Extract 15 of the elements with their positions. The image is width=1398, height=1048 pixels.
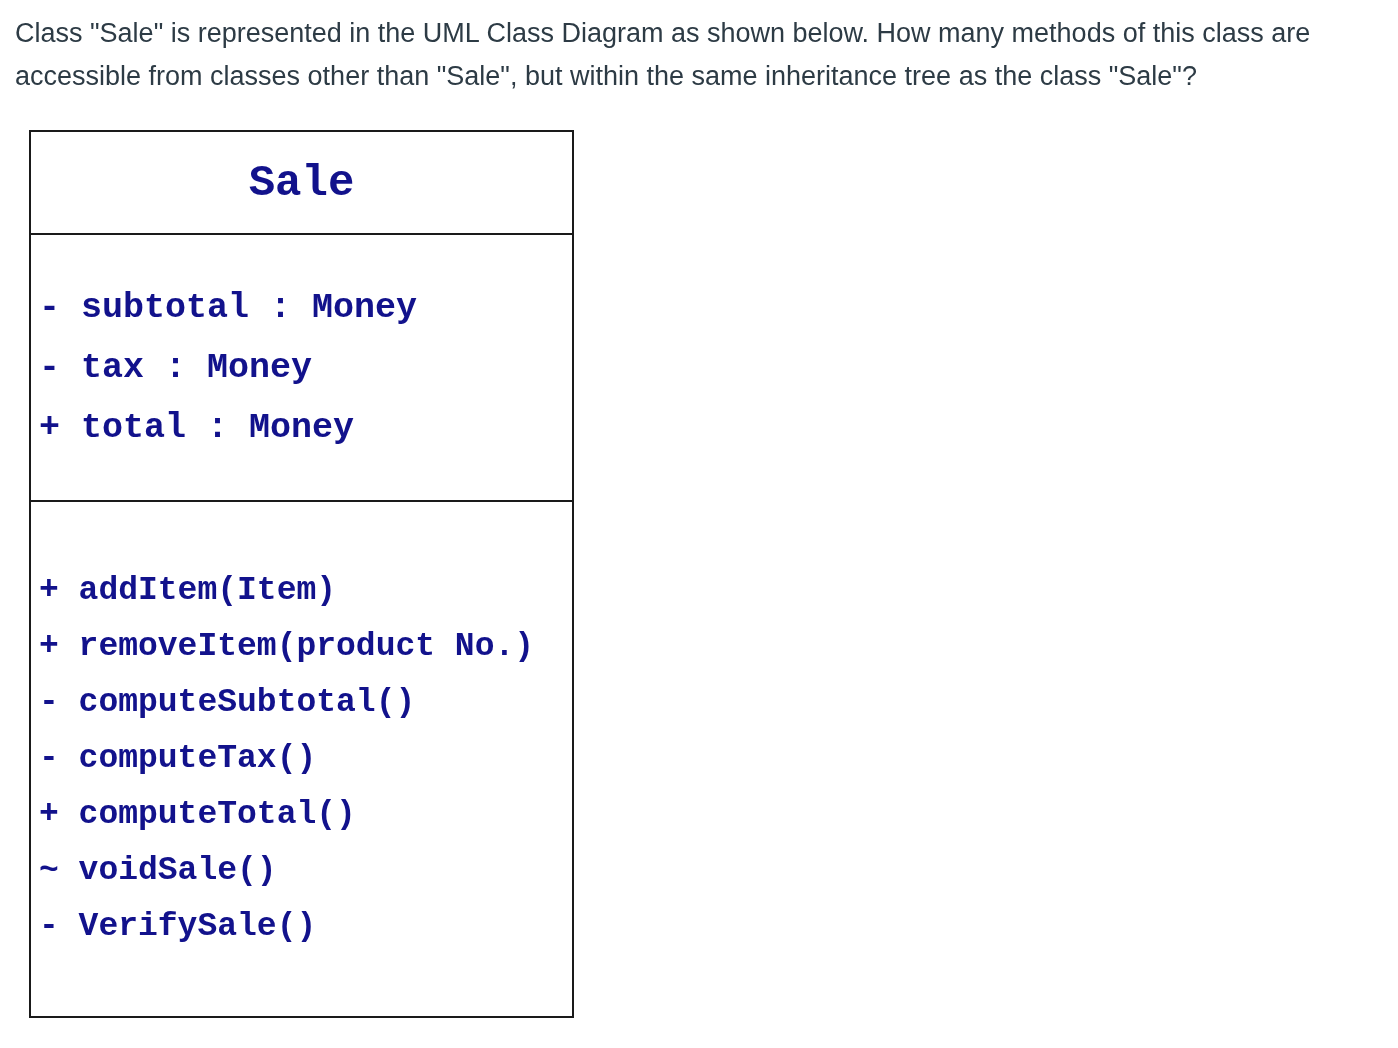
methods-compartment: [29, 500, 574, 1018]
attributes-compartment: [29, 233, 574, 503]
class-name: Sale: [248, 157, 355, 209]
method-text: - VerifySale(): [39, 908, 317, 946]
method-text: + removeItem(product No.): [39, 628, 535, 666]
method-text: - computeSubtotal(): [39, 684, 416, 722]
method-text: - computeTax(): [39, 740, 317, 778]
method-text: + computeTotal(): [39, 796, 356, 834]
class-name-compartment: [29, 130, 574, 236]
question-text: Class "Sale" is represented in the UML Class Diagram as shown below. How many methods of this class are accessible from classes other than "Sale", but within the same inheritance tree as the class "Sale"?: [15, 17, 1312, 93]
attribute-text: + total : Money: [39, 408, 355, 448]
method-text: ~ voidSale(): [39, 852, 277, 890]
attribute-text: - tax : Money: [39, 348, 313, 388]
method-text: + addItem(Item): [39, 572, 337, 610]
attribute-text: - subtotal : Money: [39, 288, 418, 328]
